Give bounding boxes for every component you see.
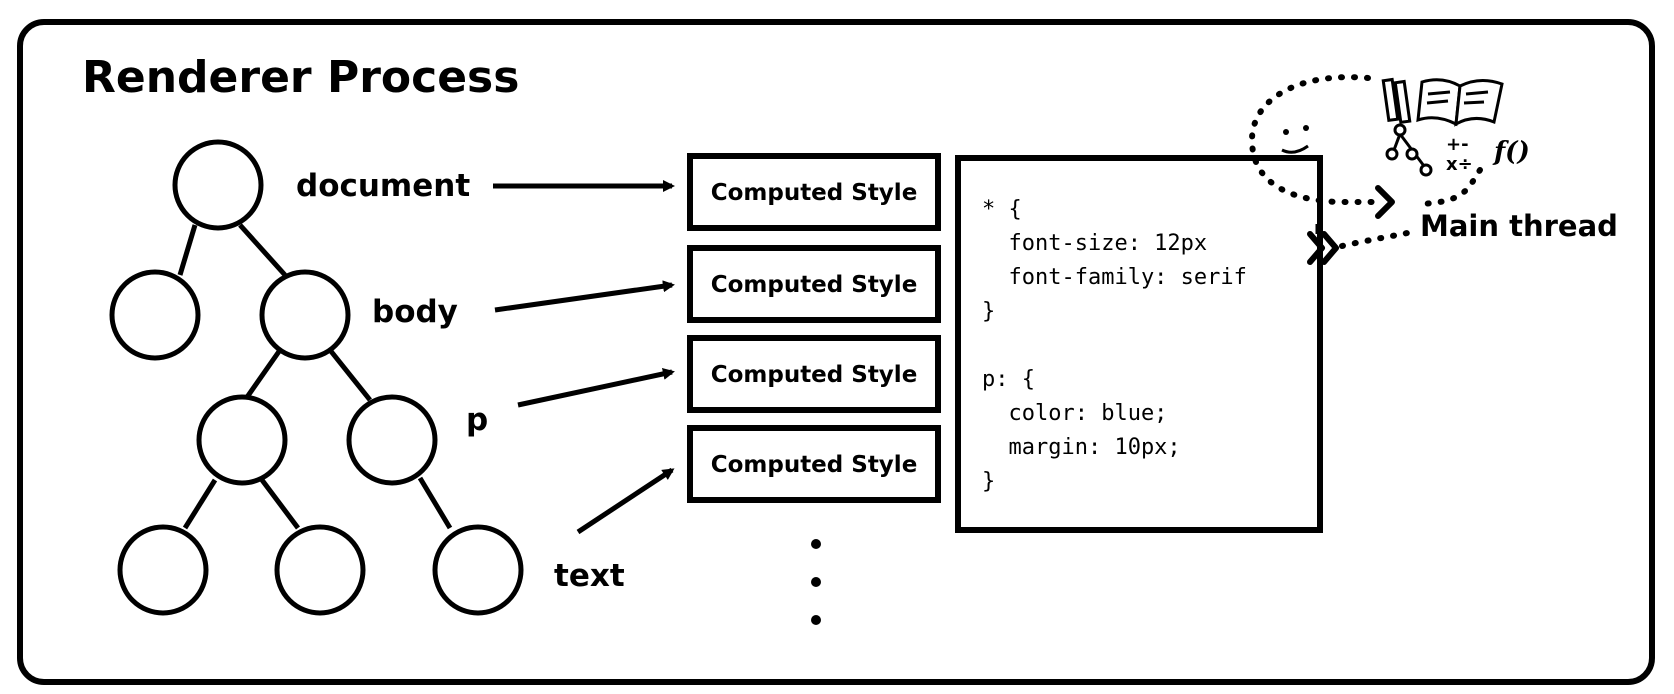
book-line [1426, 99, 1449, 105]
double-chevron-right-icon [1307, 231, 1325, 265]
label-text: text [554, 558, 625, 594]
open-book-icon [1416, 78, 1504, 127]
tree-edge [242, 348, 283, 402]
page-title: Renderer Process [82, 52, 519, 103]
code-line: * { [982, 197, 1022, 222]
tree-edge [238, 223, 287, 277]
pencil [1393, 79, 1412, 125]
computed-style-box [687, 425, 941, 503]
code-line: font-size: 12px [982, 231, 1207, 256]
computed-style-label: Computed Style [711, 272, 918, 298]
arrow-p-to-style [517, 368, 675, 408]
computed-style-box [687, 335, 941, 413]
computed-style-box [687, 153, 941, 231]
eye [1303, 125, 1309, 131]
math-symbols-times-divide: x÷ [1446, 154, 1473, 175]
pencil [1381, 77, 1400, 123]
tree-node-document [172, 139, 264, 231]
computed-style-label: Computed Style [711, 180, 918, 206]
connector-to-main-thread [1307, 224, 1415, 265]
book-line [1427, 90, 1451, 96]
tree-node-p [346, 394, 438, 486]
code-line: } [982, 469, 995, 494]
ellipsis-dot [811, 577, 821, 587]
label-body: body [372, 294, 458, 330]
tree-branch [1398, 133, 1414, 151]
main-thread-label: Main thread [1420, 209, 1618, 243]
worker-dotted-trail-icon [1417, 167, 1483, 207]
book-line [1463, 100, 1485, 105]
mouth [1281, 144, 1309, 154]
tree-edge [177, 224, 198, 276]
tree-node-body [259, 269, 351, 361]
dom-tree-nodes [109, 139, 524, 616]
tree-edge [182, 478, 218, 530]
computed-style-label: Computed Style [711, 362, 918, 388]
ellipsis-dot [811, 615, 821, 625]
more-items-ellipsis [811, 539, 821, 625]
small-tree-icon [1385, 123, 1433, 177]
code-line: color: blue; [982, 401, 1167, 426]
smiley-face-icon [1281, 125, 1309, 154]
tree-dot [1393, 123, 1407, 137]
code-line: font-family: serif [982, 265, 1247, 290]
arrow-body-to-style [494, 280, 675, 313]
style-arrows [493, 180, 675, 535]
dom-tree-edges [177, 223, 453, 530]
function-icon: f() [1492, 137, 1530, 167]
renderer-process-frame [17, 19, 1655, 685]
code-line: } [982, 299, 995, 324]
tree-dot [1419, 163, 1433, 177]
computed-style-label: Computed Style [711, 452, 918, 478]
tree-node-left [109, 269, 201, 361]
computed-style-box [687, 245, 941, 323]
main-thread-worker: +- x÷ f() Main thread [1248, 74, 1618, 243]
css-code: * { font-size: 12px font-family: serif }… [982, 197, 1247, 494]
css-code-panel [955, 155, 1323, 533]
tree-node-leaf [274, 524, 366, 616]
eye [1283, 129, 1289, 135]
book-line [1465, 90, 1489, 96]
dotted-connector [1339, 229, 1415, 249]
tree-edge [328, 348, 372, 402]
tree-dot [1385, 147, 1399, 161]
tree-edge [260, 478, 300, 530]
tree-edge [417, 476, 453, 530]
tree-dot [1405, 147, 1419, 161]
tree-node-leaf [117, 524, 209, 616]
ellipsis-dot [811, 539, 821, 549]
code-line: p: { [982, 367, 1035, 392]
label-p: p [466, 402, 488, 438]
tree-node-body-left-child [196, 394, 288, 486]
chevron-right-icon [1375, 185, 1395, 219]
arrow-text-to-style [576, 467, 675, 535]
double-chevron-right-icon [1321, 231, 1339, 265]
math-symbols-plus-minus: +- [1446, 134, 1469, 155]
label-document: document [296, 168, 470, 204]
tree-node-text [432, 524, 524, 616]
computed-style-boxes [687, 153, 941, 503]
pencils-icon [1381, 77, 1412, 125]
tree-branch [1392, 133, 1402, 151]
code-line: margin: 10px; [982, 435, 1181, 460]
